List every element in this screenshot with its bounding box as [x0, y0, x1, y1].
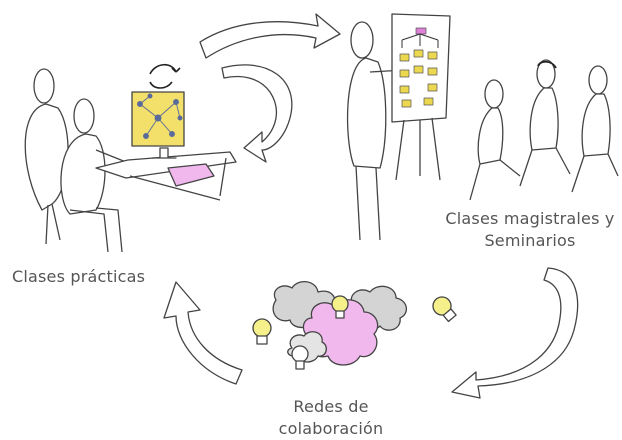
person-head [73, 98, 95, 134]
arrow-center-curl [221, 64, 293, 163]
network-node [169, 131, 175, 137]
network-node [143, 133, 149, 139]
sticky-note [427, 51, 438, 60]
sticky-note [427, 67, 438, 76]
label-collaboration-networks: Redes de colaboración [256, 396, 406, 440]
person-head [33, 68, 55, 104]
label-practical-classes: Clases prácticas [12, 266, 145, 288]
mousepad [167, 163, 215, 187]
audience-head [588, 65, 608, 95]
sticky-note [427, 83, 438, 92]
presenter-head [350, 21, 374, 59]
refresh-cycle-icon [149, 63, 181, 89]
lightbulb-icon [331, 295, 349, 319]
label-networks-line1: Redes de [293, 397, 369, 416]
label-lectures-line1: Clases magistrales y [445, 209, 615, 228]
network-node [173, 99, 179, 105]
lightbulb-icon [252, 318, 272, 345]
lightbulb-icon [291, 345, 309, 370]
lecture-illustration [346, 13, 619, 241]
network-node [137, 101, 143, 107]
network-node [177, 115, 183, 121]
sticky-note [423, 97, 434, 106]
sticky-note [413, 65, 424, 74]
monitor-stand [151, 147, 177, 159]
sticky-note [415, 27, 427, 35]
practical-class-illustration [24, 63, 237, 253]
audience-body [477, 107, 504, 165]
label-practical-classes-text: Clases prácticas [12, 267, 146, 286]
audience-body [581, 93, 611, 157]
audience-body [529, 87, 559, 151]
sticky-note [399, 53, 410, 62]
network-node [147, 93, 153, 99]
arrow-left-up [163, 281, 243, 385]
arrow-right-down [451, 267, 579, 399]
presenter-body [346, 57, 387, 169]
sticky-note [413, 49, 424, 58]
collaboration-illustration [252, 281, 457, 370]
sticky-note [399, 85, 410, 94]
sticky-note [399, 69, 410, 78]
label-networks-line2: colaboración [278, 419, 384, 438]
person-body [24, 103, 69, 211]
label-lectures-line2: Seminarios [484, 231, 576, 250]
desk [95, 151, 237, 179]
network-node [154, 114, 162, 122]
audience-head [484, 79, 504, 109]
sticky-note [401, 99, 412, 108]
arrow-top-right [199, 13, 341, 59]
label-lectures-seminars: Clases magistrales y Seminarios [440, 208, 620, 252]
lightbulb-icon [432, 296, 457, 323]
